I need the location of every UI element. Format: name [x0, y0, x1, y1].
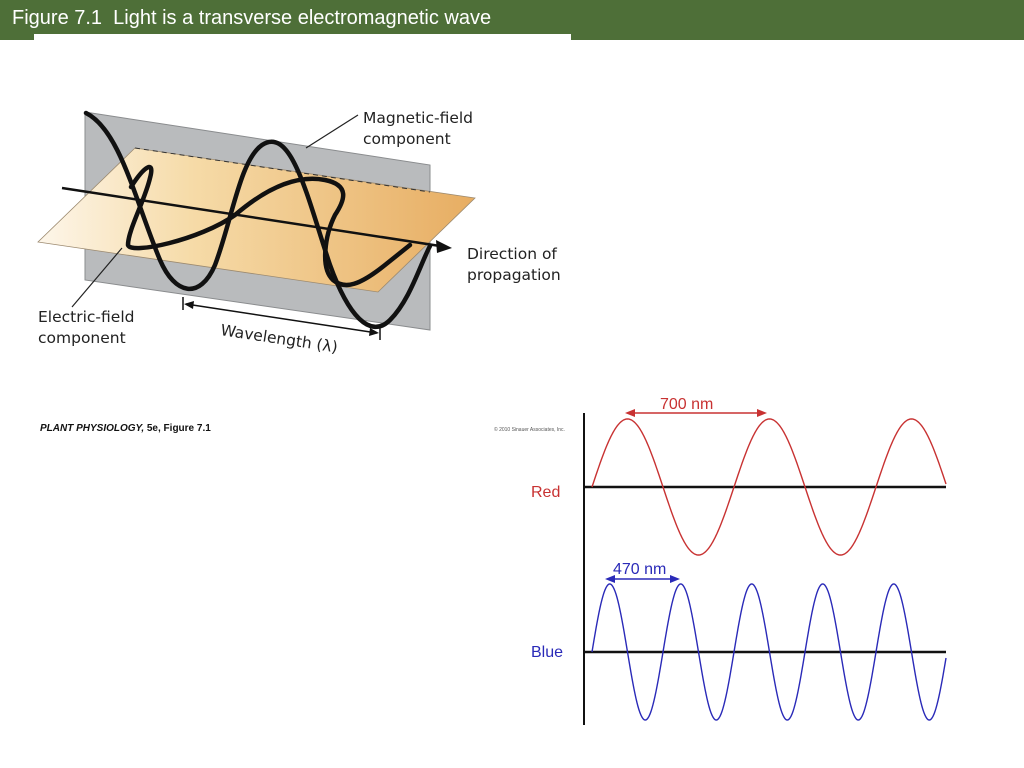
direction-label-line1: Direction of [467, 245, 557, 263]
magnetic-leader-line [305, 114, 359, 149]
page-title: Figure 7.1 Light is a transverse electro… [12, 7, 492, 29]
propagation-axis [61, 186, 441, 248]
electric-label-line1: Electric-field [38, 308, 134, 326]
blue-label: Blue [531, 644, 563, 661]
magnetic-label-line1: Magnetic-field [363, 109, 473, 127]
red-label: Red [531, 484, 560, 501]
caption-book-title: PLANT PHYSIOLOGY, [40, 423, 145, 434]
blue-arrowhead-right [670, 575, 680, 583]
magnetic-wave-curve [125, 164, 413, 288]
red-wave-curve [591, 418, 947, 556]
propagation-arrowhead [436, 240, 452, 253]
red-wavelength-label: 700 nm [660, 396, 713, 413]
wavelength-arrow-line [185, 303, 378, 334]
title-bar [0, 0, 1024, 40]
red-arrowhead-left [625, 409, 635, 417]
title-underline [34, 34, 571, 40]
figure-caption: PLANT PHYSIOLOGY, 5e, Figure 7.1 [40, 423, 211, 434]
magnetic-label-line2: component [363, 130, 451, 148]
blue-arrowhead-left [605, 575, 615, 583]
plane-dashed-edge [134, 147, 431, 193]
electric-leader-line [71, 247, 123, 308]
caption-rest: 5e, Figure 7.1 [144, 423, 211, 434]
wavelength-label: Wavelength (λ) [219, 321, 339, 356]
copyright-notice: © 2010 Sinauer Associates, Inc. [494, 427, 565, 433]
wavelength-arrowhead-right [369, 328, 379, 336]
direction-label-line2: propagation [467, 266, 561, 284]
blue-wave-curve [591, 583, 947, 721]
electric-wave-curve [83, 110, 433, 329]
red-arrowhead-right [757, 409, 767, 417]
wavelength-arrowhead-left [184, 301, 194, 309]
electric-label-line2: component [38, 329, 126, 347]
blue-wavelength-label: 470 nm [613, 561, 666, 578]
